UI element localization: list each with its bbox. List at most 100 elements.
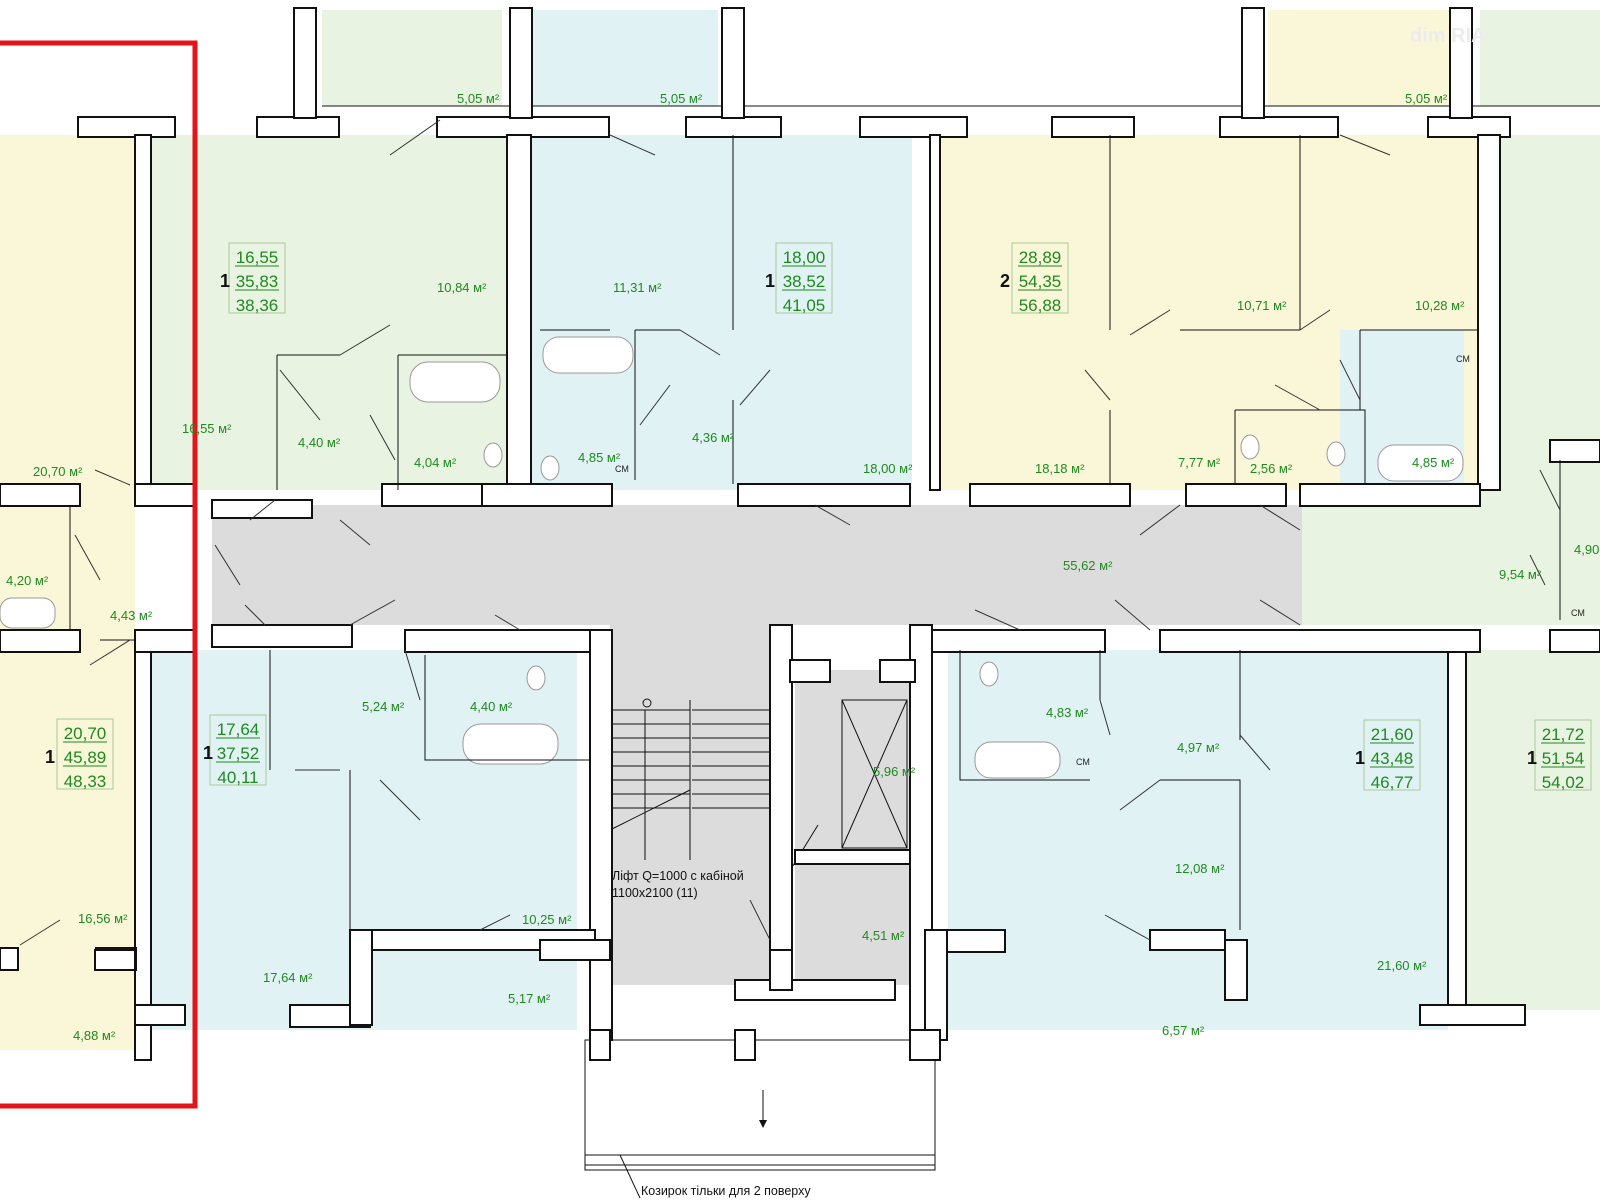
living-area: 20,70 (64, 724, 107, 743)
living-area: 17,64 (217, 720, 260, 739)
room-area-label: 4,04 м² (414, 455, 457, 470)
living-area: 21,72 (1542, 725, 1585, 744)
room-count: 1 (220, 271, 230, 291)
apartment-fill (1465, 650, 1600, 1010)
room-area-label: 55,62 м² (1063, 558, 1113, 573)
room-area-label: 17,64 м² (263, 970, 313, 985)
room-area-label: 4,40 м² (470, 699, 513, 714)
room-count: 1 (765, 271, 775, 291)
area-with-balcony: 46,77 (1371, 773, 1414, 792)
balcony (532, 10, 718, 106)
room-count: 1 (45, 747, 55, 767)
balcony (1268, 10, 1450, 106)
apartment-label-box (209, 714, 267, 786)
room-area-label: 4,40 м² (298, 435, 341, 450)
room-area-label: 4,88 м² (73, 1028, 116, 1043)
total-area: 37,52 (217, 744, 260, 763)
room-area-label: 18,18 м² (1035, 461, 1085, 476)
room-area-label: 16,56 м² (78, 911, 128, 926)
washer-label: СМ (1076, 757, 1090, 767)
living-area: 16,55 (236, 248, 279, 267)
room-area-label: 4,43 м² (110, 608, 153, 623)
apartment-fill (0, 630, 135, 1050)
interior-partitions (69, 135, 1561, 930)
corridor (212, 505, 1302, 625)
selection-highlight (0, 40, 198, 1109)
room-area-label: 5,96 м² (873, 764, 916, 779)
sanitary-fixtures (0, 336, 1464, 779)
apartment-label-box (228, 242, 286, 314)
total-area: 45,89 (64, 748, 107, 767)
room-count: 1 (1527, 748, 1537, 768)
room-area-label: 18,00 м² (863, 461, 913, 476)
apartment-label: 1 16,55 35,83 38,36 (220, 242, 286, 315)
total-area: 35,83 (236, 272, 279, 291)
apartment-label: 1 21,60 43,48 46,77 (1355, 719, 1421, 792)
apartment-labels: 120,7045,8948,33116,5535,8338,36118,0038… (45, 242, 1592, 792)
room-count: 1 (203, 743, 213, 763)
room-area-label: 5,17 м² (508, 991, 551, 1006)
stair-steps (612, 700, 770, 860)
room-area-label: 4,85 м² (1412, 455, 1455, 470)
room-area-label: 5,05 м² (457, 91, 500, 106)
room-area-label: 4,51 м² (862, 928, 905, 943)
apartment-fill (0, 135, 135, 490)
room-area-label: 5,24 м² (362, 699, 405, 714)
lift-label-line2: 1100х2100 (11) (612, 886, 698, 900)
apartment-label-box (775, 242, 833, 314)
room-area-label: 10,71 м² (1237, 298, 1287, 313)
room-area-label: 5,05 м² (660, 91, 703, 106)
room-area-label: 9,54 м² (1499, 567, 1542, 582)
living-area: 18,00 (783, 248, 826, 267)
living-area: 21,60 (1371, 725, 1414, 744)
room-area-label: 20,70 м² (33, 464, 83, 479)
area-with-balcony: 41,05 (783, 296, 826, 315)
apartment-fill (1300, 490, 1600, 625)
canopy-label: Козирок тільки для 2 поверху (641, 1184, 811, 1198)
apartment-label: 2 28,89 54,35 56,88 (1000, 242, 1069, 315)
room-area-label: 10,28 м² (1415, 298, 1465, 313)
entrance (584, 1039, 936, 1199)
apartment-label-box (1534, 719, 1592, 791)
room-count: 2 (1000, 271, 1010, 291)
room-count: 1 (1355, 748, 1365, 768)
washer-label: СМ (615, 464, 629, 474)
room-area-label: 12,08 м² (1175, 861, 1225, 876)
room-area-label: 10,25 м² (522, 912, 572, 927)
room-area-label: 4,83 м² (1046, 705, 1089, 720)
area-with-balcony: 38,36 (236, 296, 279, 315)
room-area-label: 4,97 м² (1177, 740, 1220, 755)
watermark: dim RIA (1410, 25, 1486, 47)
room-area-label: 21,60 м² (1377, 958, 1427, 973)
room-area-label: 4,90 (1574, 542, 1599, 557)
apartment-label-box (1011, 242, 1069, 314)
door-swings (19, 119, 1561, 946)
room-area-label: 16,55 м² (182, 421, 232, 436)
total-area: 54,35 (1019, 272, 1062, 291)
room-area-label: 4,85 м² (578, 450, 621, 465)
total-area: 43,48 (1371, 749, 1414, 768)
washer-label: СМ (1456, 354, 1470, 364)
apartment-fill (948, 650, 1448, 1030)
staircase (609, 698, 691, 860)
room-area-label: 4,20 м² (6, 573, 49, 588)
apartment-label: 1 20,70 45,89 48,33 (45, 718, 114, 791)
area-with-balcony: 54,02 (1542, 773, 1585, 792)
apartment-label-box (1363, 719, 1421, 791)
area-with-balcony: 48,33 (64, 772, 107, 791)
room-area-label: 7,77 м² (1178, 455, 1221, 470)
apartment-fill (532, 135, 912, 490)
area-with-balcony: 56,88 (1019, 296, 1062, 315)
room-area-label: 5,05 м² (1405, 91, 1448, 106)
room-area-label: 2,56 м² (1250, 461, 1293, 476)
washer-label: СМ (1571, 608, 1585, 618)
room-area-label: 4,36 м² (692, 430, 735, 445)
room-area-label: 11,31 м² (613, 280, 662, 295)
apartment-label-box (56, 718, 114, 790)
living-area: 28,89 (1019, 248, 1062, 267)
